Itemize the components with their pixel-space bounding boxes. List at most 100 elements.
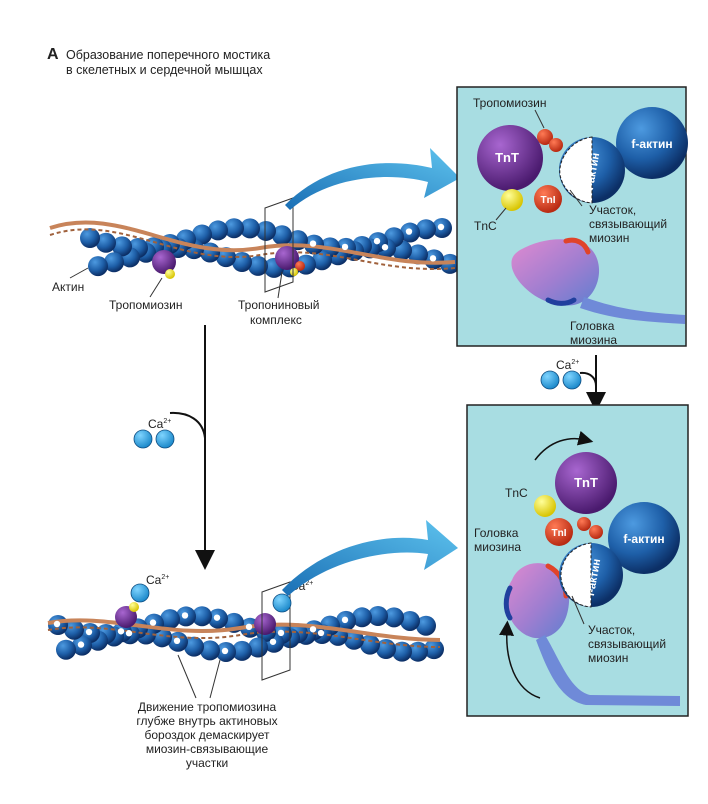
top-tropomyosin-box-pointer: [534, 109, 545, 129]
top-actin-monomer-lower: [88, 256, 108, 277]
top-actin-monomer-lower: [248, 255, 268, 276]
top-factin-big: [616, 107, 688, 179]
exposed-binding-site-dot: [173, 637, 181, 645]
top-troponin-pointer: [277, 271, 283, 299]
exposed-binding-site-dot: [341, 243, 349, 251]
exposed-binding-site-dot: [341, 616, 349, 624]
exposed-binding-site-dot: [149, 619, 157, 626]
bottom-tni-label: TnI: [552, 528, 567, 539]
top-actin-monomer-upper: [80, 228, 100, 248]
bottom-caption-line-5: участки: [186, 756, 228, 770]
bottom-head-label-1: Головка: [474, 526, 519, 540]
bottom-tropomyosin-bead-1: [577, 517, 591, 531]
bottom-actin-monomer-lower: [56, 639, 76, 660]
exposed-binding-site-dot: [429, 255, 437, 262]
middle-ca-label: Ca2+: [556, 358, 579, 372]
top-head-label-1: Головка: [570, 319, 615, 333]
bottom-actin-monomer-lower: [392, 641, 412, 662]
bottom-myosin-blue-patch: [503, 585, 513, 621]
top-binding-site-mask: [559, 136, 593, 204]
bottom-tropomyosin-strand-a: [47, 618, 441, 642]
bottom-tnt-dot-left: [115, 606, 137, 628]
bottom-detail-box: f-актин f-актин TnT TnC TnI Головка миоз…: [466, 404, 689, 717]
bottom-actin-monomer-upper: [400, 610, 420, 631]
bottom-tnt-subunit: [555, 452, 617, 514]
exposed-binding-site-dot: [53, 620, 61, 628]
bottom-binding-site-mask: [560, 542, 592, 608]
bottom-tropomyosin-strand-b: [47, 626, 441, 648]
bottom-caption-line-4: миозин-связывающие: [146, 742, 269, 756]
top-tnc-dot-right: [290, 268, 298, 276]
bottom-zoom-arrow: [282, 520, 458, 596]
bottom-actin-monomer-lower: [248, 637, 268, 658]
top-tropomyosin-label: Тропомиозин: [109, 298, 183, 312]
top-tropomyosin-pointer: [149, 277, 163, 298]
exposed-binding-site-dot: [221, 647, 229, 655]
top-tni-dot-right: [295, 261, 305, 271]
top-tropomyosin-strand-b: [49, 228, 456, 270]
rotation-arrow-top: [534, 430, 594, 461]
left-calcium-ion-1: [133, 429, 153, 449]
bottom-site-label-3: миозин: [588, 651, 628, 665]
bottom-site-label-1: Участок,: [588, 623, 635, 637]
exposed-binding-site-dot: [269, 638, 277, 645]
top-actin-monomer-upper: [272, 225, 292, 246]
top-troponin-label-1: Тропониновый: [238, 298, 320, 312]
top-actin-monomer-lower: [104, 252, 124, 273]
title-line-2: в скелетных и сердечной мышцах: [66, 63, 263, 77]
exposed-binding-site-dot: [437, 223, 445, 231]
bottom-factin-big-label: f-актин: [623, 532, 664, 546]
bottom-site-label-2: связывающий: [588, 637, 666, 651]
bottom-site-pointer: [571, 595, 585, 625]
bottom-tnt-dot-right: [254, 613, 276, 635]
exposed-binding-site-dot: [309, 626, 317, 633]
bottom-actin-monomer-upper: [416, 615, 436, 636]
exposed-binding-site-dot: [85, 628, 93, 636]
bottom-tropomyosin-bead-2: [589, 525, 603, 539]
top-tni-subunit: [534, 185, 562, 213]
bottom-caption-line-1: Движение тропомиозина: [138, 700, 277, 714]
top-actin-monomer-upper: [416, 219, 436, 240]
top-myosin-head: [511, 239, 600, 306]
middle-calcium-ion-2: [562, 370, 582, 390]
bottom-actin-monomer-upper: [384, 607, 404, 628]
exposed-binding-site-dot: [309, 240, 317, 247]
bottom-calcium-ion-left: [130, 583, 150, 603]
bottom-actin-monomer-lower: [184, 636, 204, 657]
bottom-actin-monomer-upper: [160, 609, 180, 630]
top-zoom-arrow: [285, 148, 460, 210]
bottom-tnc-dot-left: [129, 602, 139, 612]
exposed-binding-site-dot: [373, 237, 381, 245]
exposed-binding-site-dot: [381, 244, 389, 251]
top-tnc-dot-left: [165, 269, 175, 279]
exposed-binding-site-dot: [317, 629, 325, 637]
top-section-plane: [264, 197, 294, 293]
top-tnt-dot-left: [152, 250, 176, 274]
top-tnc-subunit: [501, 189, 523, 211]
top-actin-monomer-upper: [224, 218, 244, 239]
rotation-arrow-bottom: [499, 620, 541, 699]
left-ca-label: Ca2+: [148, 417, 171, 431]
top-site-label-3: миозин: [589, 231, 629, 245]
top-tropomyosin-bead-2: [549, 138, 563, 152]
top-actin-monomer-upper: [256, 220, 276, 241]
top-tni-label: TnI: [541, 195, 556, 206]
bottom-tnc-subunit: [534, 495, 556, 517]
exposed-binding-site-dot: [213, 614, 221, 621]
bottom-actin-monomer-lower: [232, 640, 252, 661]
calcium-binding-hook-left: [169, 411, 206, 439]
bottom-calcium-ion-right: [272, 593, 292, 613]
bottom-actin-monomer-lower: [424, 639, 444, 660]
bottom-actin-monomer-upper: [192, 606, 212, 627]
top-tnt-subunit: [477, 125, 543, 191]
bottom-actin-monomer-upper: [352, 607, 372, 628]
top-tropomyosin-box-label: Тропомиозин: [473, 96, 547, 110]
exposed-binding-site-dot: [277, 629, 285, 637]
top-factin-big-label: f-актин: [631, 137, 672, 151]
bottom-tni-subunit: [545, 518, 573, 546]
top-tropomyosin-strand-a: [49, 220, 456, 265]
bottom-tnt-label: TnT: [574, 475, 598, 490]
top-actin-monomer-upper: [96, 232, 116, 253]
bottom-head-label-2: миозина: [474, 540, 521, 554]
